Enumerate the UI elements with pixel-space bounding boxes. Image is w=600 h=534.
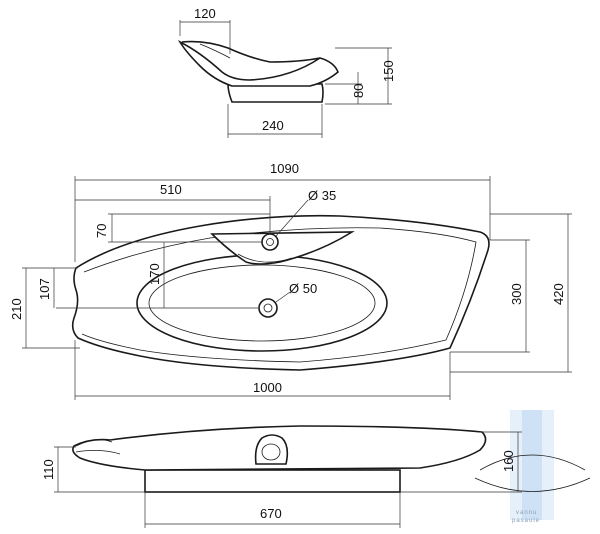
front-view: 110 160 670 — [41, 425, 522, 528]
side-profile-view: 120 150 80 240 — [177, 6, 396, 138]
dim-160: 160 — [501, 450, 516, 472]
logo-text-2: pasaule — [512, 518, 540, 524]
dim-70: 70 — [94, 224, 109, 238]
dim-80: 80 — [351, 84, 366, 98]
logo-text-1: vannu — [516, 510, 537, 516]
dim-670: 670 — [260, 506, 282, 521]
dim-150: 150 — [381, 60, 396, 82]
dim-1000: 1000 — [253, 380, 282, 395]
dim-1090: 1090 — [270, 161, 299, 176]
dim-107: 107 — [37, 278, 52, 300]
dim-210: 210 — [9, 298, 24, 320]
dim-tap-hole: Ø 35 — [308, 188, 336, 203]
dim-170: 170 — [147, 263, 162, 285]
dim-110: 110 — [41, 459, 56, 480]
dim-120: 120 — [194, 6, 216, 21]
dim-240: 240 — [262, 118, 284, 133]
plan-view: 1090 510 Ø 35 70 170 Ø 50 107 210 3 — [9, 161, 572, 400]
dim-300: 300 — [509, 283, 524, 305]
dim-420: 420 — [551, 283, 566, 305]
dim-510: 510 — [160, 182, 182, 197]
brand-logo: vannu pasaule — [474, 410, 591, 524]
dim-drain-hole: Ø 50 — [289, 281, 317, 296]
